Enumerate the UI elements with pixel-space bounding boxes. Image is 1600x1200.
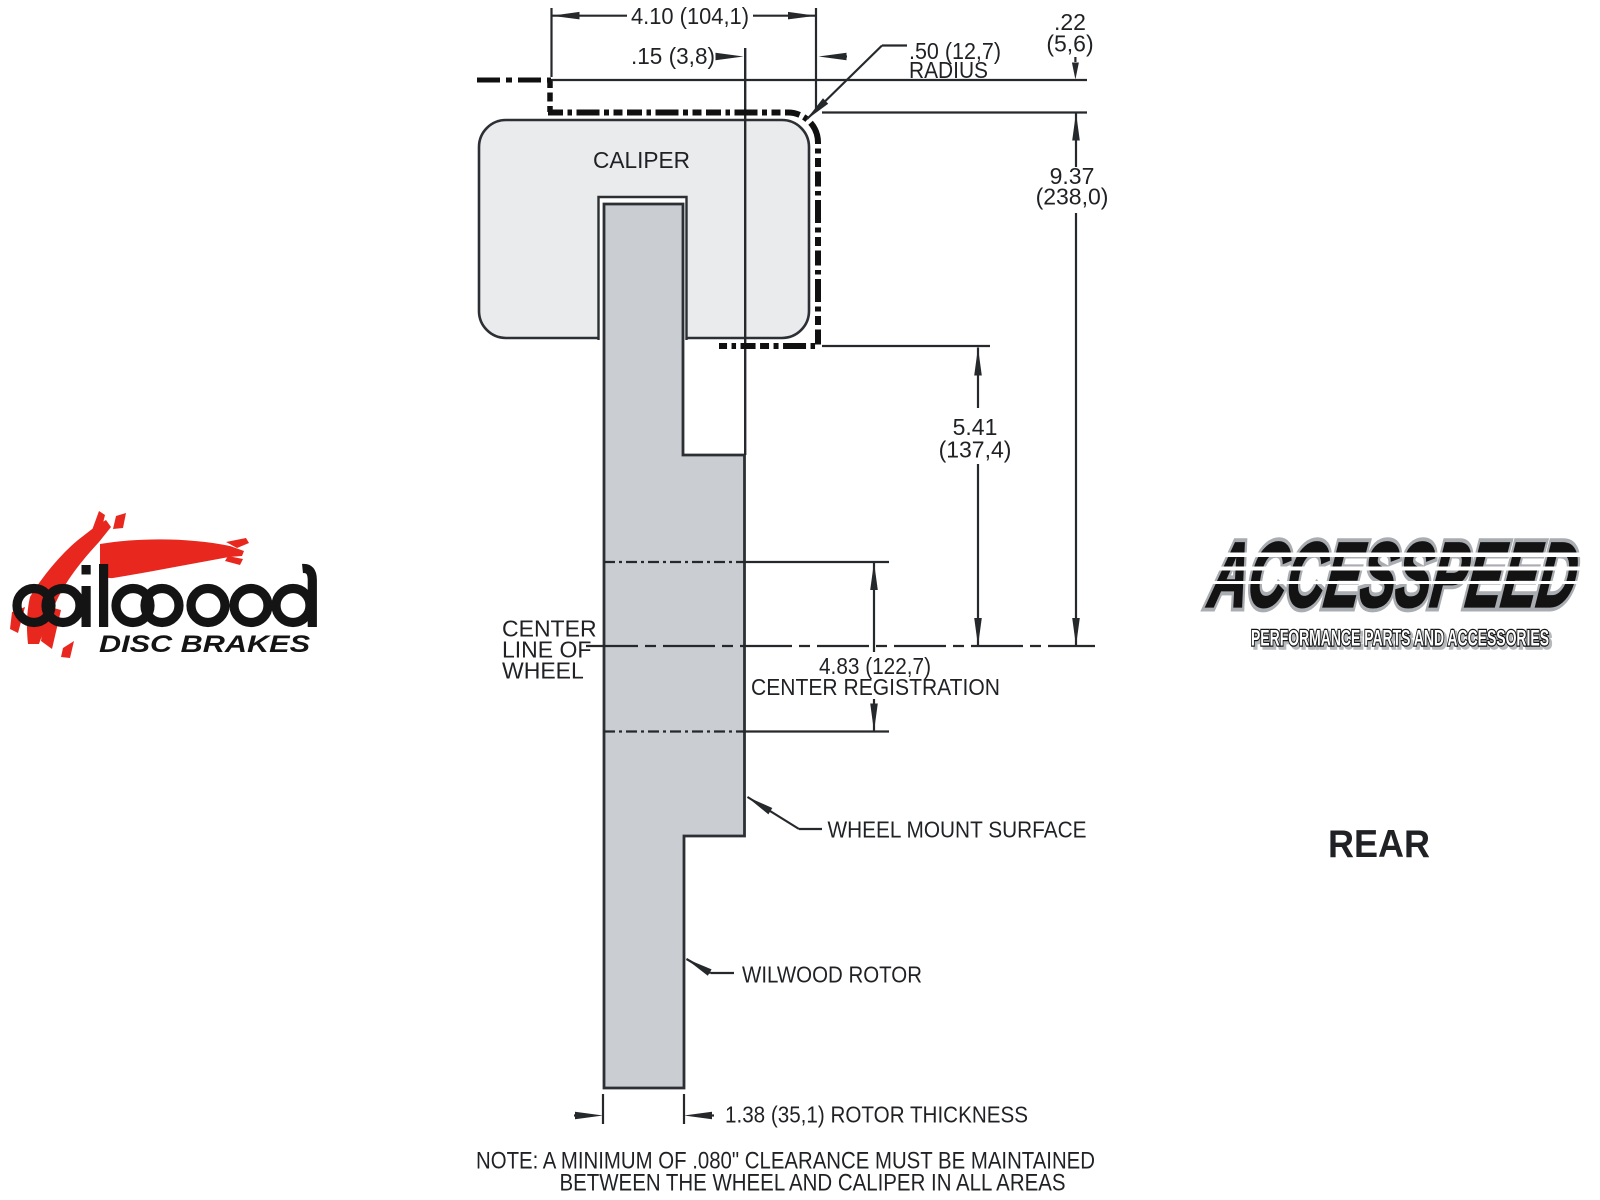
- svg-text:4.83 (122,7): 4.83 (122,7): [819, 653, 931, 679]
- svg-text:PERFORMANCE PARTS AND ACCESSOR: PERFORMANCE PARTS AND ACCESSORIES: [1254, 628, 1552, 653]
- svg-text:LINE OF: LINE OF: [502, 637, 591, 663]
- svg-text:(238,0): (238,0): [1036, 184, 1109, 210]
- svg-text:WHEEL: WHEEL: [502, 658, 584, 684]
- svg-text:CENTER: CENTER: [502, 616, 597, 642]
- svg-text:ACCESSPEED: ACCESSPEED: [1203, 523, 1585, 626]
- svg-text:DISC BRAKES: DISC BRAKES: [99, 631, 310, 658]
- svg-text:WHEEL MOUNT SURFACE: WHEEL MOUNT SURFACE: [828, 817, 1087, 843]
- svg-text:BETWEEN THE WHEEL AND CALIPER: BETWEEN THE WHEEL AND CALIPER IN ALL ARE…: [560, 1170, 1066, 1197]
- svg-text:(137,4): (137,4): [939, 437, 1012, 463]
- svg-text:RADIUS: RADIUS: [909, 57, 988, 83]
- svg-text:.15 (3,8): .15 (3,8): [631, 43, 715, 69]
- svg-text:5.41: 5.41: [953, 414, 998, 440]
- svg-text:PERFORMANCE PARTS AND ACCESSOR: PERFORMANCE PARTS AND ACCESSORIES: [1251, 626, 1549, 651]
- svg-text:1.38 (35,1) ROTOR THICKNESS: 1.38 (35,1) ROTOR THICKNESS: [725, 1102, 1028, 1128]
- svg-text:4.10 (104,1): 4.10 (104,1): [631, 3, 749, 29]
- svg-text:.22: .22: [1054, 9, 1086, 35]
- svg-text:CALIPER: CALIPER: [593, 147, 690, 173]
- svg-text:WILWOOD ROTOR: WILWOOD ROTOR: [742, 962, 922, 988]
- svg-text:CENTER REGISTRATION: CENTER REGISTRATION: [751, 674, 1000, 700]
- svg-text:9.37: 9.37: [1050, 163, 1095, 189]
- svg-text:(5,6): (5,6): [1046, 31, 1093, 57]
- svg-text:ACCESSPEED: ACCESSPEED: [1203, 523, 1585, 626]
- svg-text:.50 (12,7): .50 (12,7): [909, 38, 1001, 64]
- svg-text:REAR: REAR: [1328, 823, 1430, 866]
- svg-text:NOTE: A MINIMUM OF .080" CLEAR: NOTE: A MINIMUM OF .080" CLEARANCE MUST …: [476, 1148, 1095, 1175]
